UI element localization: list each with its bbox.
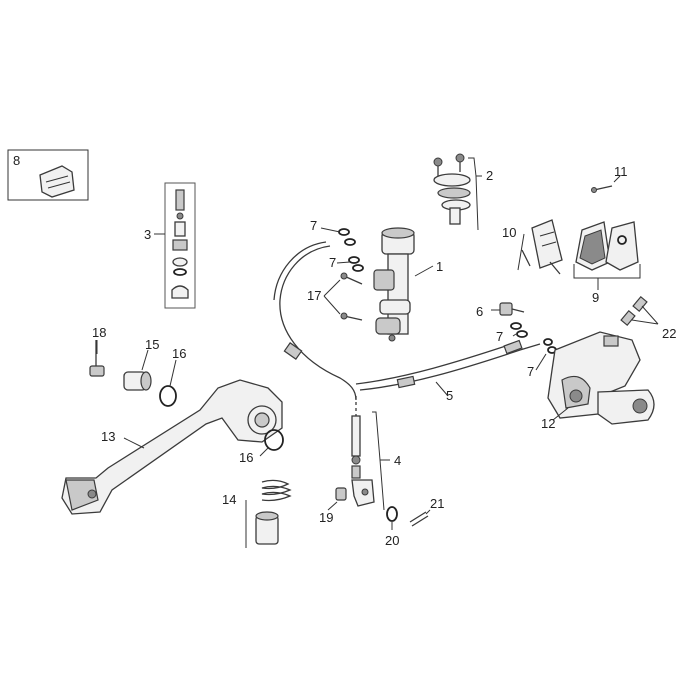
callout-16-a: 16 bbox=[172, 346, 186, 361]
part-3-repair-kit bbox=[164, 182, 196, 309]
leader-11 bbox=[517, 233, 525, 271]
callout-15: 14 bbox=[222, 492, 236, 507]
callout-10: 9 bbox=[592, 290, 599, 305]
callout-2: 2 bbox=[486, 168, 493, 183]
callout-8: 8 bbox=[13, 153, 20, 168]
part-15-spring-sleeve bbox=[255, 479, 292, 545]
callout-4: 4 bbox=[394, 453, 401, 468]
part-11-pad-pin-kit bbox=[521, 219, 563, 275]
callout-3: 3 bbox=[144, 227, 151, 242]
callout-14: 15 bbox=[145, 337, 159, 352]
leader-13 bbox=[123, 437, 145, 449]
part-22-bleed-screws bbox=[620, 295, 648, 327]
part-12-pad-pin bbox=[591, 185, 613, 193]
leader-22 bbox=[631, 305, 659, 325]
leader-17 bbox=[327, 501, 338, 511]
callout-19: 20 bbox=[385, 533, 399, 548]
leader-4 bbox=[372, 411, 385, 511]
part-14-bushing bbox=[123, 371, 152, 391]
part-10-brake-pads bbox=[575, 221, 639, 271]
part-17-pin bbox=[335, 487, 347, 501]
part-9-caliper bbox=[547, 331, 655, 425]
leader-7a bbox=[320, 227, 341, 233]
part-16-o-ring bbox=[159, 385, 284, 451]
callout-7-d: 7 bbox=[527, 364, 534, 379]
callout-12: 11 bbox=[614, 164, 628, 179]
part-18-bolt bbox=[89, 340, 105, 377]
callout-21: 17 bbox=[307, 288, 321, 303]
callout-13: 13 bbox=[101, 429, 115, 444]
part-19-washer bbox=[386, 506, 398, 522]
leader-21 bbox=[323, 279, 341, 315]
part-2-cap-set bbox=[433, 153, 471, 225]
part-7-washers bbox=[338, 228, 557, 354]
callout-1: 1 bbox=[436, 259, 443, 274]
callout-11: 10 bbox=[502, 225, 516, 240]
callout-5: 5 bbox=[446, 388, 453, 403]
callout-18: 18 bbox=[92, 325, 106, 340]
part-20-cotter-pin bbox=[409, 511, 429, 527]
leader-5 bbox=[435, 381, 449, 397]
callout-9: 12 bbox=[541, 416, 555, 431]
part-5-brake-hose bbox=[355, 339, 541, 391]
leader-14 bbox=[141, 349, 149, 371]
leader-12 bbox=[613, 175, 621, 183]
part-13-brake-pedal bbox=[61, 379, 283, 515]
leader-20 bbox=[425, 509, 431, 515]
leader-16a bbox=[169, 359, 177, 387]
part-6-banjo-bolt bbox=[499, 302, 525, 316]
leader-16b bbox=[259, 447, 269, 457]
leader-10 bbox=[573, 264, 641, 279]
callout-20: 21 bbox=[430, 496, 444, 511]
callout-17: 19 bbox=[319, 510, 333, 525]
leader-2 bbox=[468, 157, 479, 231]
callout-16-b: 16 bbox=[239, 450, 253, 465]
leader-7c bbox=[512, 333, 517, 337]
leader-1 bbox=[414, 265, 434, 277]
part-4-push-rod bbox=[351, 396, 375, 507]
callout-7-c: 7 bbox=[496, 329, 503, 344]
part-21-bolts bbox=[340, 272, 363, 321]
callout-labels: 8 3 2 11 10 7 7 1 17 9 6 7 22 7 18 15 16… bbox=[13, 153, 676, 548]
part-8-kit bbox=[7, 149, 89, 201]
callout-22: 22 bbox=[662, 326, 676, 341]
callout-7-a: 7 bbox=[310, 218, 317, 233]
brake-hose-upper bbox=[273, 241, 357, 401]
callout-7-b: 7 bbox=[329, 255, 336, 270]
part-1-master-cylinder bbox=[373, 227, 415, 342]
callout-6: 6 bbox=[476, 304, 483, 319]
leader-9 bbox=[552, 407, 569, 421]
leader-7d bbox=[535, 353, 547, 371]
leader-7b bbox=[336, 261, 351, 264]
